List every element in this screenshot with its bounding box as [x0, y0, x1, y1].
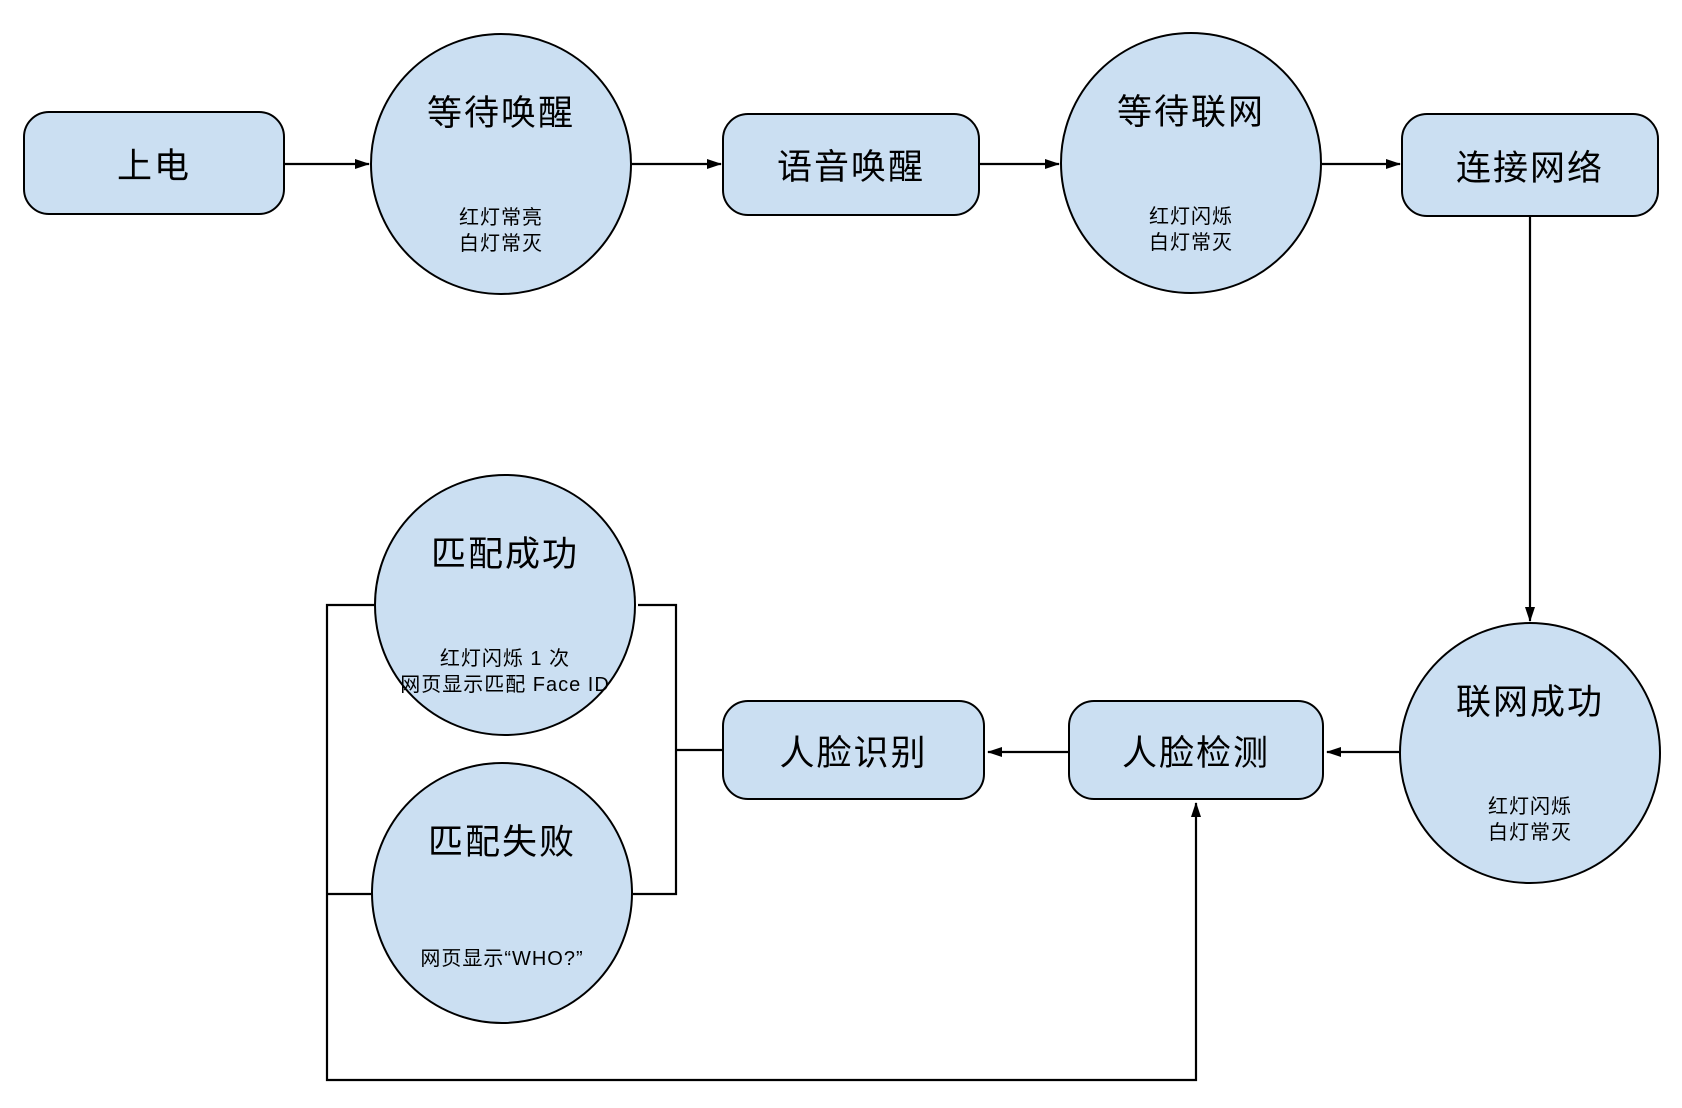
node-match-ok-subtext: 红灯闪烁 1 次 网页显示匹配 Face ID [400, 648, 610, 696]
node-wait-network-subtext: 红灯闪烁 白灯常灭 [1149, 206, 1233, 254]
node-voice-wake-label: 语音唤醒 [776, 148, 925, 187]
node-face-detect-label: 人脸检测 [1121, 733, 1270, 773]
node-face-detect: 人脸检测 [1068, 700, 1324, 800]
node-match-ok: 匹配成功 红灯闪烁 1 次 网页显示匹配 Face ID [374, 474, 636, 736]
node-face-recognize: 人脸识别 [722, 700, 985, 800]
node-wait-wake-label: 等待唤醒 [426, 94, 575, 133]
node-connect-network-label: 连接网络 [1455, 148, 1604, 188]
node-network-ok: 联网成功 红灯闪烁 白灯常灭 [1399, 622, 1661, 884]
node-power-on-label: 上电 [116, 146, 191, 186]
node-network-ok-subtext: 红灯闪烁 白灯常灭 [1488, 796, 1572, 844]
edge-matchok-loop-facedetect [325, 603, 1201, 1082]
node-match-fail-label: 匹配失败 [427, 823, 576, 862]
node-match-fail: 匹配失败 网页显示“WHO?” [371, 762, 633, 1024]
node-voice-wake: 语音唤醒 [722, 113, 980, 216]
node-match-ok-label: 匹配成功 [430, 535, 579, 574]
node-wait-wake-subtext: 红灯常亮 白灯常灭 [459, 207, 543, 255]
node-face-recognize-label: 人脸识别 [779, 733, 928, 773]
node-wait-network: 等待联网 红灯闪烁 白灯常灭 [1060, 32, 1322, 294]
node-power-on: 上电 [23, 111, 285, 215]
node-network-ok-label: 联网成功 [1455, 683, 1604, 722]
node-wait-wake: 等待唤醒 红灯常亮 白灯常灭 [370, 33, 632, 295]
node-match-fail-subtext: 网页显示“WHO?” [420, 948, 584, 970]
node-connect-network: 连接网络 [1401, 113, 1659, 217]
node-wait-network-label: 等待联网 [1116, 93, 1265, 132]
